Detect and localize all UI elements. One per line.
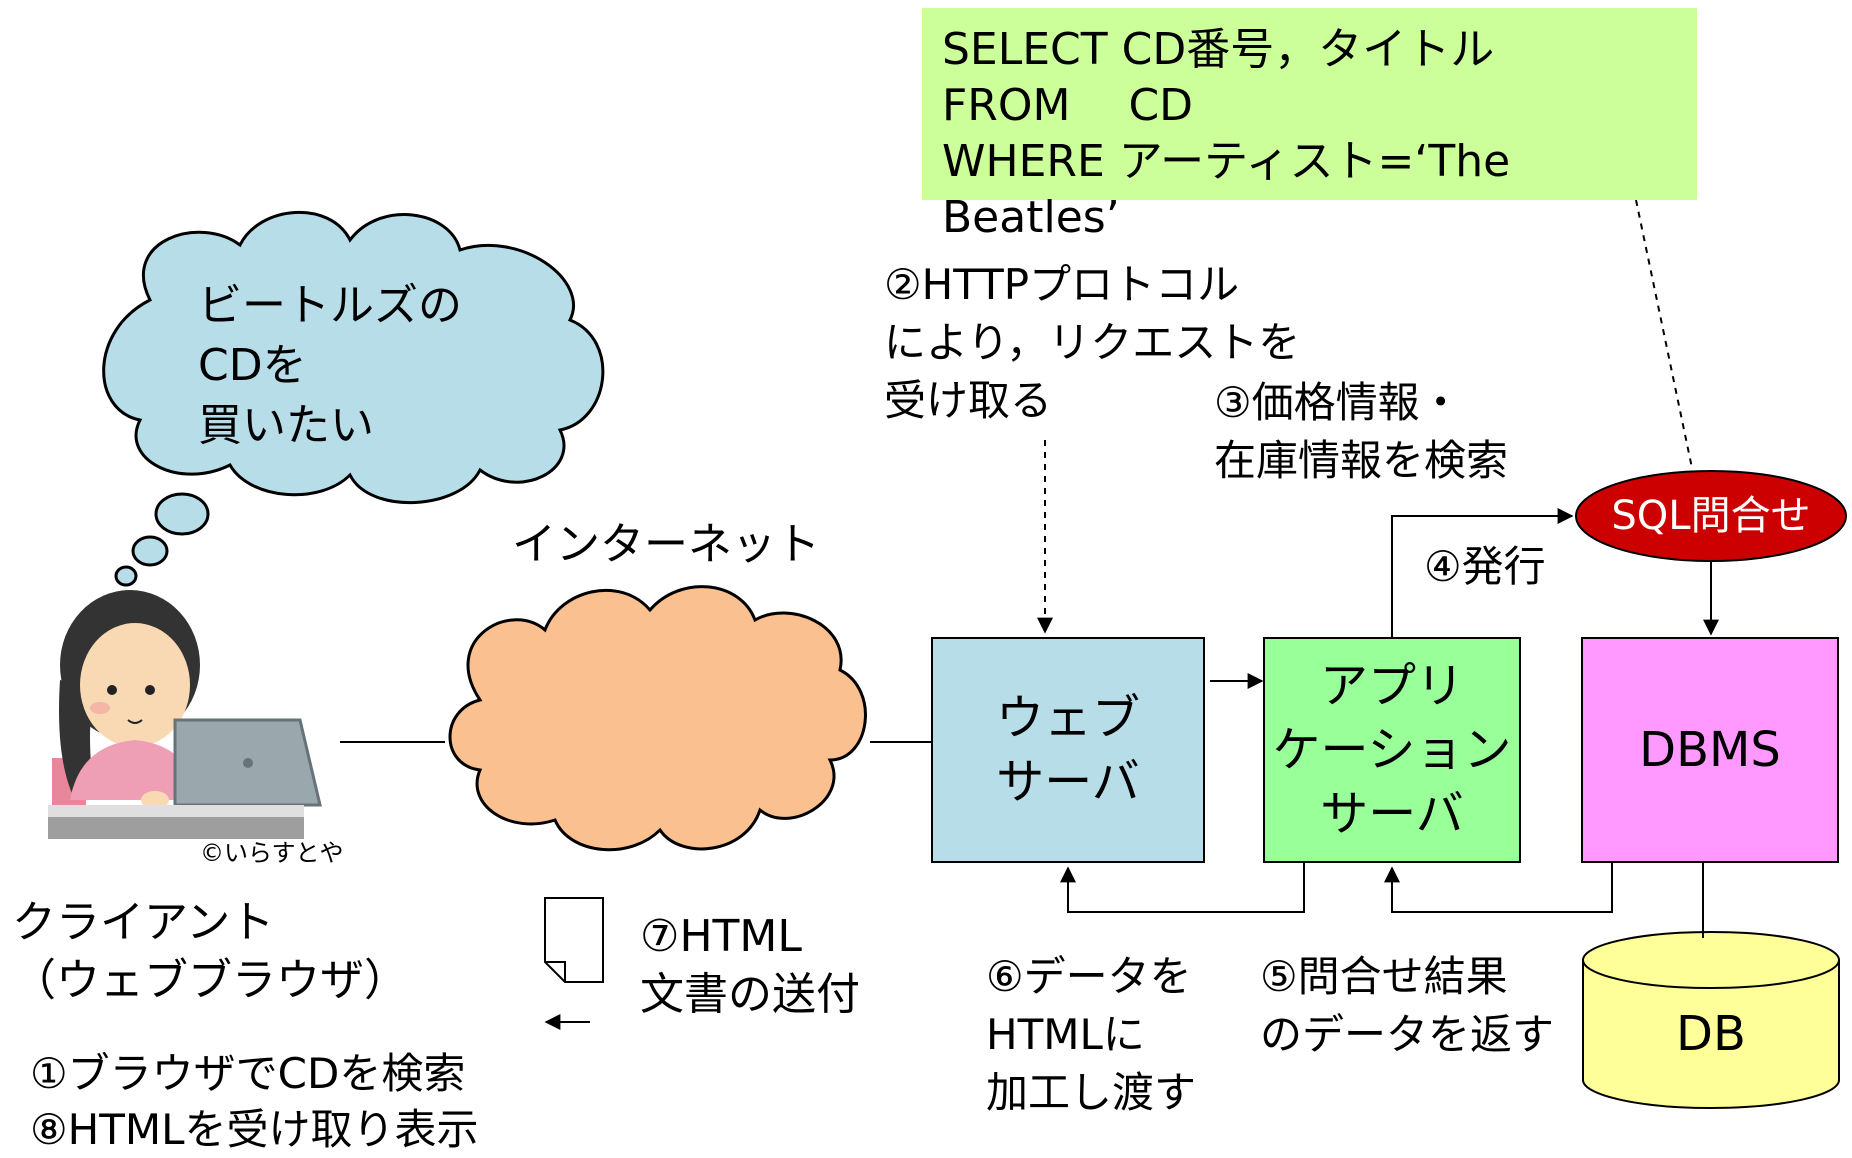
dbms-box — [1581, 637, 1839, 863]
internet-cloud — [448, 585, 867, 852]
thought-bubble — [102, 210, 605, 587]
step7-line-2: 文書の送付 — [640, 969, 860, 1020]
step5-line-1: ⑤問合せ結果 — [1260, 952, 1508, 1001]
step2-line-1: ②HTTPプロトコル — [884, 260, 1240, 309]
app-to-sql-arrow — [1391, 508, 1574, 638]
step6-line-2: HTMLに — [986, 1010, 1145, 1059]
thought-line-2: CDを — [198, 340, 307, 391]
sql-line-select: SELECT CD番号，タイトル — [942, 24, 1495, 75]
client-label: クライアント （ウェブブラウザ） — [12, 894, 408, 1010]
internet-label: インターネット — [512, 519, 820, 570]
step6-label: ⑥データを HTMLに 加工し渡す — [986, 948, 1196, 1122]
web-server-box — [931, 637, 1205, 863]
step7-label: ⑦HTML 文書の送付 — [640, 908, 860, 1024]
db-label: DB — [1583, 994, 1839, 1074]
app-server-line-2: ケーション — [1272, 722, 1512, 778]
step1-text: ①ブラウザでCDを検索 — [30, 1049, 466, 1098]
dbms-to-app-arrow — [1384, 862, 1613, 913]
dbms-label: DBMS — [1582, 638, 1838, 862]
client-illustration — [48, 590, 322, 839]
thought-line-3: 買いたい — [198, 400, 374, 451]
step4-label: ④発行 — [1424, 542, 1546, 591]
document-icon — [544, 897, 604, 983]
web-server-line-2: サーバ — [996, 754, 1140, 810]
step2-line-3: 受け取る — [884, 376, 1053, 425]
client-steps: ①ブラウザでCDを検索 ⑧HTMLを受け取り表示 — [30, 1046, 479, 1158]
dbms-text: DBMS — [1639, 722, 1781, 778]
copyright-credit: ©いらすとや — [200, 839, 344, 867]
step8-text: ⑧HTMLを受け取り表示 — [30, 1105, 479, 1154]
step2-label: ②HTTPプロトコル により，リクエストを 受け取る — [884, 256, 1300, 430]
sql-query-box: SELECT CD番号，タイトル FROM CD WHERE アーティスト=‘T… — [922, 8, 1697, 243]
web-server-line-1: ウェブ — [995, 690, 1140, 746]
step5-line-2: のデータを返す — [1260, 1010, 1555, 1059]
step6-line-1: ⑥データを — [986, 952, 1192, 1001]
step3-line-2: 在庫情報を検索 — [1214, 436, 1509, 485]
sql-oval-label: SQL問合せ — [1611, 493, 1811, 539]
sql-callout-line — [1635, 199, 1693, 469]
thought-bubble-text: ビートルズの CDを 買いたい — [198, 276, 462, 456]
step3-line-1: ③価格情報・ — [1214, 378, 1462, 427]
db-cylinder — [1582, 931, 1840, 1109]
sql-line-where: WHERE アーティスト=‘The Beatles’ — [942, 136, 1511, 243]
sql-line-from: FROM CD — [942, 80, 1194, 131]
app-server-box — [1263, 637, 1521, 863]
thought-line-1: ビートルズの — [198, 280, 462, 331]
app-server-label: アプリ ケーション サーバ — [1264, 638, 1520, 862]
db-text: DB — [1676, 1006, 1746, 1062]
step2-line-2: により，リクエストを — [884, 318, 1301, 367]
client-label-line-1: クライアント — [12, 897, 275, 948]
step5-label: ⑤問合せ結果 のデータを返す — [1260, 948, 1554, 1064]
step3-label: ③価格情報・ 在庫情報を検索 — [1214, 374, 1508, 490]
client-label-line-2: （ウェブブラウザ） — [12, 955, 408, 1006]
step7-line-1: ⑦HTML — [640, 911, 802, 962]
app-server-line-1: アプリ — [1319, 658, 1464, 714]
web-server-label: ウェブ サーバ — [932, 638, 1204, 862]
app-to-web-arrow — [1060, 862, 1305, 913]
app-server-line-3: サーバ — [1320, 786, 1464, 842]
step6-line-3: 加工し渡す — [986, 1068, 1197, 1117]
